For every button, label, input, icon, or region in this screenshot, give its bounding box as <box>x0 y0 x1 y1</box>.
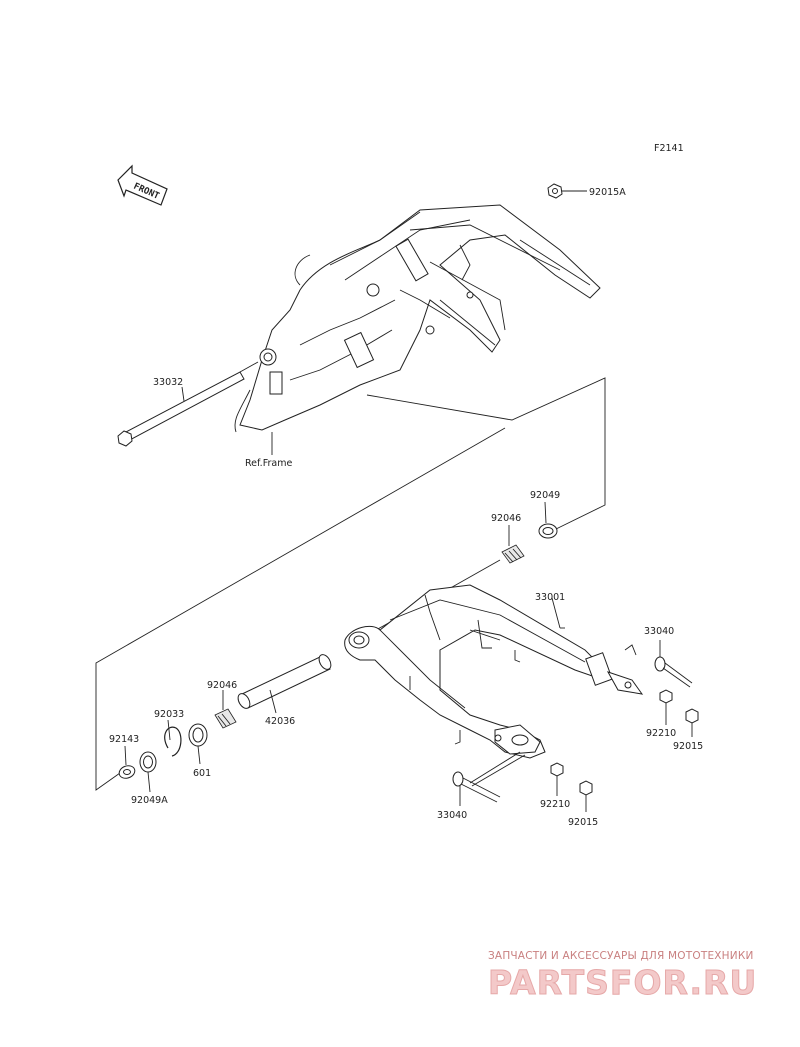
circlip-92033 <box>164 719 182 757</box>
label-33032: 33032 <box>153 377 183 388</box>
nut-92210-bottom <box>550 762 564 796</box>
label-33040-bottom: 33040 <box>437 810 467 821</box>
sleeve-42036 <box>237 654 332 714</box>
label-601: 601 <box>193 768 211 779</box>
frame-assembly <box>234 204 601 433</box>
nut-92015-right <box>685 708 699 737</box>
seal-92049 <box>538 501 558 539</box>
label-92046-left: 92046 <box>207 680 237 691</box>
pivot-shaft-33032 <box>117 361 259 447</box>
label-92143: 92143 <box>109 734 139 745</box>
bearing-92046-left <box>214 690 237 729</box>
nut-92210-right <box>659 689 673 725</box>
label-92015a: 92015A <box>589 187 626 198</box>
bearing-601 <box>188 723 208 765</box>
label-92049a: 92049A <box>131 795 168 806</box>
collar-92143 <box>118 745 136 779</box>
bearing-92046-top <box>501 525 525 564</box>
nut-92015-bottom <box>579 780 593 812</box>
label-92015-bottom: 92015 <box>568 817 598 828</box>
watermark-tagline: ЗАПЧАСТИ И АКСЕССУАРЫ ДЛЯ МОТОТЕХНИКИ <box>488 950 754 962</box>
label-92049-top: 92049 <box>530 490 560 501</box>
nut-92015a <box>547 183 587 199</box>
label-33001: 33001 <box>535 592 565 603</box>
adjuster-bolt-33040-right <box>606 640 693 695</box>
adjuster-bolt-33040-bottom <box>452 751 526 806</box>
label-33040-right: 33040 <box>644 626 674 637</box>
watermark-logo: PARTSFOR.RU <box>487 963 758 1003</box>
swingarm-33001 <box>344 584 613 759</box>
label-92033: 92033 <box>154 709 184 720</box>
label-92210-bottom: 92210 <box>540 799 570 810</box>
label-ref-frame: Ref.Frame <box>245 458 292 469</box>
front-arrow-icon: FRONT <box>117 164 168 206</box>
label-42036: 42036 <box>265 716 295 727</box>
seal-92049a <box>139 751 157 793</box>
group-boundary <box>95 377 606 791</box>
figure-code: F2141 <box>654 143 684 154</box>
label-92046-top: 92046 <box>491 513 521 524</box>
label-92015-right: 92015 <box>673 741 703 752</box>
label-92210-right: 92210 <box>646 728 676 739</box>
